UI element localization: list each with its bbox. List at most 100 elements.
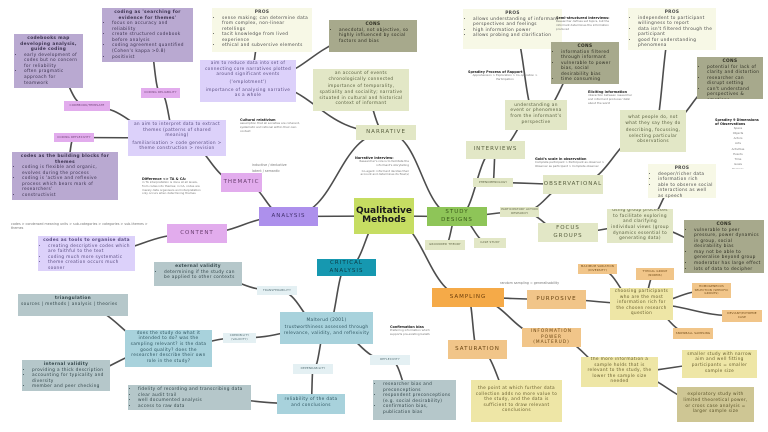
node-title: codes as the building blocks for themes xyxy=(20,154,110,165)
node-text: latent / semantic xyxy=(252,169,280,174)
node-text: interaction between researcher and infor… xyxy=(588,93,632,105)
bullet-item: can't understand perspectives & emotions xyxy=(707,87,760,99)
narrative-node[interactable]: NARRATIVE xyxy=(356,125,416,140)
node-title: Spradley Process of Rapport xyxy=(468,70,523,74)
node-text: aim to reduce data into set of connectin… xyxy=(204,61,292,78)
bullet-item: information rich xyxy=(658,177,713,183)
ta-ca-difference-note: Difference <> TA & CA:in TA interpretati… xyxy=(139,175,205,205)
node-title: Semi-structured interviews: xyxy=(556,16,610,20)
participatory-action-research-node[interactable]: PARTICIPATORY ACTION RESEARCH xyxy=(500,207,539,217)
observational-node[interactable]: OBSERVATIONAL xyxy=(543,175,603,194)
external-validity-note: external validitydetermining if the stud… xyxy=(154,262,242,286)
critical-analysis-node[interactable]: CRITICAL ANALYSIS xyxy=(317,259,376,276)
bullet-item: able to observe social interactions as w… xyxy=(658,183,713,198)
coding-reflexivity-label[interactable]: CODING REFLEXIVITY xyxy=(54,133,94,142)
node-text: the more information a sample holds that… xyxy=(587,357,652,385)
thematic-aim-note: an aim to interpret data to extract them… xyxy=(128,120,226,156)
bullet-item: determining if the study can be applied … xyxy=(164,270,239,281)
node-label: CONTENT xyxy=(180,229,214,236)
study-designs-node[interactable]: STUDY DESIGNS xyxy=(427,207,487,226)
node-title: external validity xyxy=(175,264,221,269)
bullet-item: early development of codes but no concer… xyxy=(24,53,80,70)
bullet-item: allows understanding of informant perspe… xyxy=(473,17,559,28)
node-text: choosing participants who are the most i… xyxy=(614,289,669,317)
homogeneous-selection-label[interactable]: HOMOGENEOUS SELECTION (SPECIFIC GROUPS) xyxy=(692,283,731,298)
case-study-node[interactable]: CASE STUDY xyxy=(474,238,506,248)
bullet-item: accounting for typicality and diversity xyxy=(32,373,107,384)
node-title: Gold's scale in observation xyxy=(535,157,587,161)
typical-group-label[interactable]: TYPICAL GROUP (NORMS) xyxy=(636,268,674,280)
sampling-node[interactable]: SAMPLING xyxy=(432,288,504,307)
information-power-node[interactable]: INFORMATION POWER (MALTERUD) xyxy=(522,328,581,347)
coding-reliability-note: coding as 'searching for evidence for th… xyxy=(102,8,193,62)
node-text: Apprehension > Exploration > Co-operatio… xyxy=(472,73,538,82)
bullet-list: independent to participant willingness t… xyxy=(631,16,713,49)
bullet-list: providing a thick descriptionaccounting … xyxy=(25,368,107,390)
node-text: Feelings xyxy=(715,168,761,169)
bullet-item: ethical and subversive elements xyxy=(222,43,309,49)
focus-group-definition-note: using group processes to facilitate expl… xyxy=(607,209,673,243)
bullet-item: well documented analysis xyxy=(138,398,248,404)
purposive-node[interactable]: PURPOSIVE xyxy=(527,290,586,309)
reflexivity-label[interactable]: REFLEXIVITY xyxy=(370,355,410,365)
node-label: SATURATION xyxy=(455,345,500,352)
narrative-definition-note: an account of events chronologically con… xyxy=(313,69,409,111)
observation-definition-note: what people do, not what they say they d… xyxy=(620,110,686,152)
node-text: random sampling = generalisability xyxy=(500,281,560,285)
bullet-item: vulnerable to peer pressure, power dynam… xyxy=(694,228,761,250)
node-text: codes > condensed meaning units > sub-ca… xyxy=(11,222,148,231)
codes-chain-note: codes > condensed meaning units > sub-ca… xyxy=(8,220,158,234)
node-text: Goals xyxy=(734,162,742,167)
node-label: SAMPLING xyxy=(449,293,487,300)
bullet-list: allows understanding of informant perspe… xyxy=(466,17,559,39)
grounded-theory-node[interactable]: GROUNDED THEORY xyxy=(425,240,465,250)
node-text: importance of analysing narrative as a w… xyxy=(205,87,291,99)
node-text: familiarisation > code generation > them… xyxy=(132,140,222,152)
bullet-item: coding much more systematic xyxy=(48,255,132,261)
credibility-label[interactable]: CREDIBILITY (VALIDITY) xyxy=(223,333,256,343)
bullet-list: researcher bias and preconceptionsrespon… xyxy=(376,382,453,415)
analysis-node[interactable]: ANALYSIS xyxy=(259,207,318,226)
node-text: Events xyxy=(733,151,743,156)
bullet-item: providing a thick description xyxy=(32,368,107,374)
content-node[interactable]: CONTENT xyxy=(167,224,227,243)
snowball-sampling-label[interactable]: SNOWBALL SAMPLING xyxy=(673,328,713,339)
random-sampling-note: random sampling = generalisability xyxy=(497,279,567,287)
node-text: does the study do what it intended to do… xyxy=(130,330,207,364)
coding-reliability-label[interactable]: CODING RELIABILITY xyxy=(141,88,180,98)
deviant-case-label[interactable]: DEVIANT/EXTREME CASE xyxy=(722,310,762,322)
node-label: CREDIBILITY (VALIDITY) xyxy=(229,333,250,341)
thematic-node[interactable]: THEMATIC xyxy=(221,173,262,192)
node-text: in TA interpretation is done at all leve… xyxy=(142,180,201,196)
central-topic[interactable]: Qualitative Methods xyxy=(354,198,414,234)
bullet-list: information filtered through informantvu… xyxy=(554,50,616,83)
dependability-label[interactable]: DEPENDABILITY xyxy=(293,364,333,374)
interviews-node[interactable]: INTERVIEWS xyxy=(466,141,525,159)
node-title: triangulation xyxy=(54,296,92,301)
bullet-item: member and peer checking xyxy=(32,384,107,390)
bullet-list: potential for lack of clarity and distor… xyxy=(700,65,760,99)
maximum-variation-label[interactable]: MAXIMUM VARIATION (DIVERSITY) xyxy=(578,264,617,274)
narrative-interview-note: Narrative interview:Researcher's role is… xyxy=(352,154,412,184)
reliability-note: reliability of the data and conclusions xyxy=(277,394,345,414)
bullet-item: independent to participant willingness t… xyxy=(638,16,713,27)
focus-groups-node[interactable]: FOCUS GROUPS xyxy=(538,223,598,242)
saturation-node[interactable]: SATURATION xyxy=(448,340,507,359)
transferability-label[interactable]: TRANSFERABILITY xyxy=(257,286,297,295)
node-label: INFORMATION POWER (MALTERUD) xyxy=(530,329,573,346)
bullet-item: anecdotal, not objective, so highly infl… xyxy=(339,28,414,45)
bullet-item: often pragmatic approach for teamwork xyxy=(24,69,80,86)
bullet-list: creating descriptive codes which are fai… xyxy=(41,244,132,271)
bullet-list: vulnerable to peer pressure, power dynam… xyxy=(687,228,761,273)
codebook-template-label[interactable]: CODEBOOK/TEMPLATE xyxy=(64,101,110,111)
node-text: using group processes to facilitate expl… xyxy=(611,209,669,242)
phenomenology-node[interactable]: PHENOMENOLOGY xyxy=(473,178,513,187)
semi-structured-note: Semi-structured interviews:Researcher de… xyxy=(553,14,613,34)
node-text: describing, focussing, selecting particu… xyxy=(625,128,681,145)
node-text: Complete participant > Participant as ob… xyxy=(535,160,605,169)
node-label: GROUNDED THEORY xyxy=(429,242,461,247)
